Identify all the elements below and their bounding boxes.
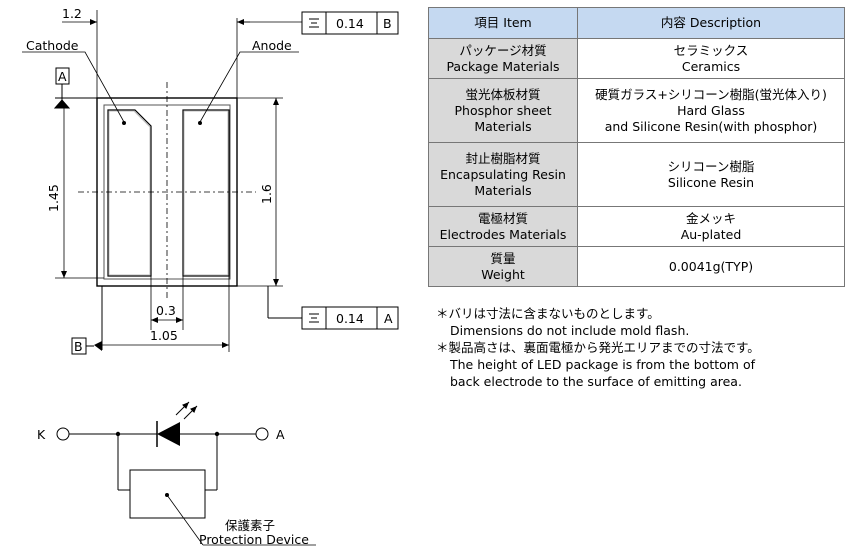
tolerance-frame-top: [301, 11, 399, 35]
datum-a: [53, 67, 97, 109]
tol-bottom-ref: A: [384, 311, 393, 326]
dimension-1-2: [62, 10, 302, 98]
desc-line: and Silicone Resin(with phosphor): [604, 118, 818, 134]
dim-0-3-text: 0.3: [156, 303, 176, 318]
row-item: 封止樹脂材質 Encapsulating Resin Materials: [428, 142, 578, 207]
label-leaders: [22, 51, 299, 126]
header-item: 項目 Item: [428, 7, 578, 39]
anode-electrode: [182, 109, 230, 277]
tol-bottom-value: 0.14: [336, 311, 364, 326]
desc-line: Ceramics: [681, 58, 741, 74]
note-1-jp: ＊バリは寸法に含まないものとします。: [436, 306, 660, 321]
row-item: 質量 Weight: [428, 246, 578, 287]
tolerance-frame-bottom: [267, 286, 399, 330]
item-en: Package Materials: [446, 58, 560, 74]
protection-device-jp: 保護素子: [225, 518, 275, 533]
table-row: パッケージ材質 Package Materials セラミックス Ceramic…: [428, 38, 845, 79]
note-2-en-1: The height of LED package is from the bo…: [450, 357, 756, 372]
item-jp: パッケージ材質: [459, 42, 547, 58]
a-terminal-label: A: [276, 427, 285, 442]
notes: ＊バリは寸法に含まないものとします。 Dimensions do not inc…: [436, 305, 760, 390]
desc-line: 金メッキ: [685, 210, 736, 226]
cathode-electrode: [107, 109, 152, 277]
desc-line: Hard Glass: [677, 102, 745, 118]
datum-a-letter: A: [58, 69, 67, 84]
item-en: Encapsulating Resin: [440, 166, 566, 182]
dimension-1-05: [102, 276, 230, 352]
item-en: Phosphor sheet: [454, 102, 552, 118]
row-description: 金メッキ Au-plated: [577, 206, 845, 247]
item-jp: 質量: [490, 250, 516, 266]
dimension-1-45: [55, 108, 104, 279]
table-row: 封止樹脂材質 Encapsulating Resin Materials シリコ…: [428, 142, 845, 207]
table-row: 蛍光体板材質 Phosphor sheet Materials 硬質ガラス+シリ…: [428, 78, 845, 143]
datum-b: [71, 286, 103, 355]
dim-1-6-text: 1.6: [259, 184, 274, 204]
tol-top-value: 0.14: [336, 16, 364, 31]
anode-label: Anode: [252, 38, 292, 53]
tol-top-ref: B: [383, 16, 392, 31]
dimension-1-6: [237, 97, 283, 287]
item-en: Weight: [481, 266, 525, 282]
item-en: Materials: [474, 118, 532, 134]
desc-line: 0.0041g(TYP): [668, 258, 754, 274]
table-row: 質量 Weight 0.0041g(TYP): [428, 246, 845, 287]
center-lines: [78, 82, 256, 300]
circuit-diagram: [56, 427, 269, 491]
cathode-label: Cathode: [26, 38, 79, 53]
table-row: 電極材質 Electrodes Materials 金メッキ Au-plated: [428, 206, 845, 247]
desc-line: 硬質ガラス+シリコーン樹脂(蛍光体入り): [595, 86, 827, 102]
note-2-en-2: back electrode to the surface of emittin…: [450, 374, 742, 389]
protection-device-leader: [164, 492, 316, 546]
junction-dot: [214, 431, 220, 437]
desc-line: シリコーン樹脂: [667, 158, 755, 174]
table-header-row: 項目 Item 内容 Description: [428, 7, 845, 39]
row-description: 0.0041g(TYP): [577, 246, 845, 287]
desc-line: Silicone Resin: [667, 174, 755, 190]
materials-table: 項目 Item 内容 Description パッケージ材質 Package M…: [428, 7, 845, 287]
note-1-en: Dimensions do not include mold flash.: [450, 323, 690, 338]
row-item: 電極材質 Electrodes Materials: [428, 206, 578, 247]
dimension-0-3: [150, 276, 184, 330]
row-item: 蛍光体板材質 Phosphor sheet Materials: [428, 78, 578, 143]
item-jp: 封止樹脂材質: [465, 150, 541, 166]
row-description: 硬質ガラス+シリコーン樹脂(蛍光体入り) Hard Glass and Sili…: [577, 78, 845, 143]
dim-1-45-text: 1.45: [46, 184, 61, 212]
item-jp: 電極材質: [477, 210, 528, 226]
note-2-jp: ＊製品高さは、裏面電極から発光エリアまでの寸法です。: [436, 340, 760, 355]
emission-arrows: [175, 401, 198, 420]
row-description: セラミックス Ceramics: [577, 38, 845, 79]
protection-device-en: Protection Device: [199, 532, 309, 547]
item-jp: 蛍光体板材質: [465, 86, 541, 102]
row-item: パッケージ材質 Package Materials: [428, 38, 578, 79]
k-terminal-label: K: [37, 427, 46, 442]
desc-line: Au-plated: [680, 226, 742, 242]
header-description: 内容 Description: [577, 7, 845, 39]
row-description: シリコーン樹脂 Silicone Resin: [577, 142, 845, 207]
dim-1-2-text: 1.2: [62, 6, 82, 21]
item-en: Electrodes Materials: [439, 226, 567, 242]
datum-b-letter: B: [74, 339, 83, 354]
led-symbol: [156, 421, 180, 447]
item-en: Materials: [474, 182, 532, 198]
junction-dot: [115, 431, 121, 437]
dim-1-05-text: 1.05: [150, 328, 178, 343]
desc-line: セラミックス: [673, 42, 749, 58]
